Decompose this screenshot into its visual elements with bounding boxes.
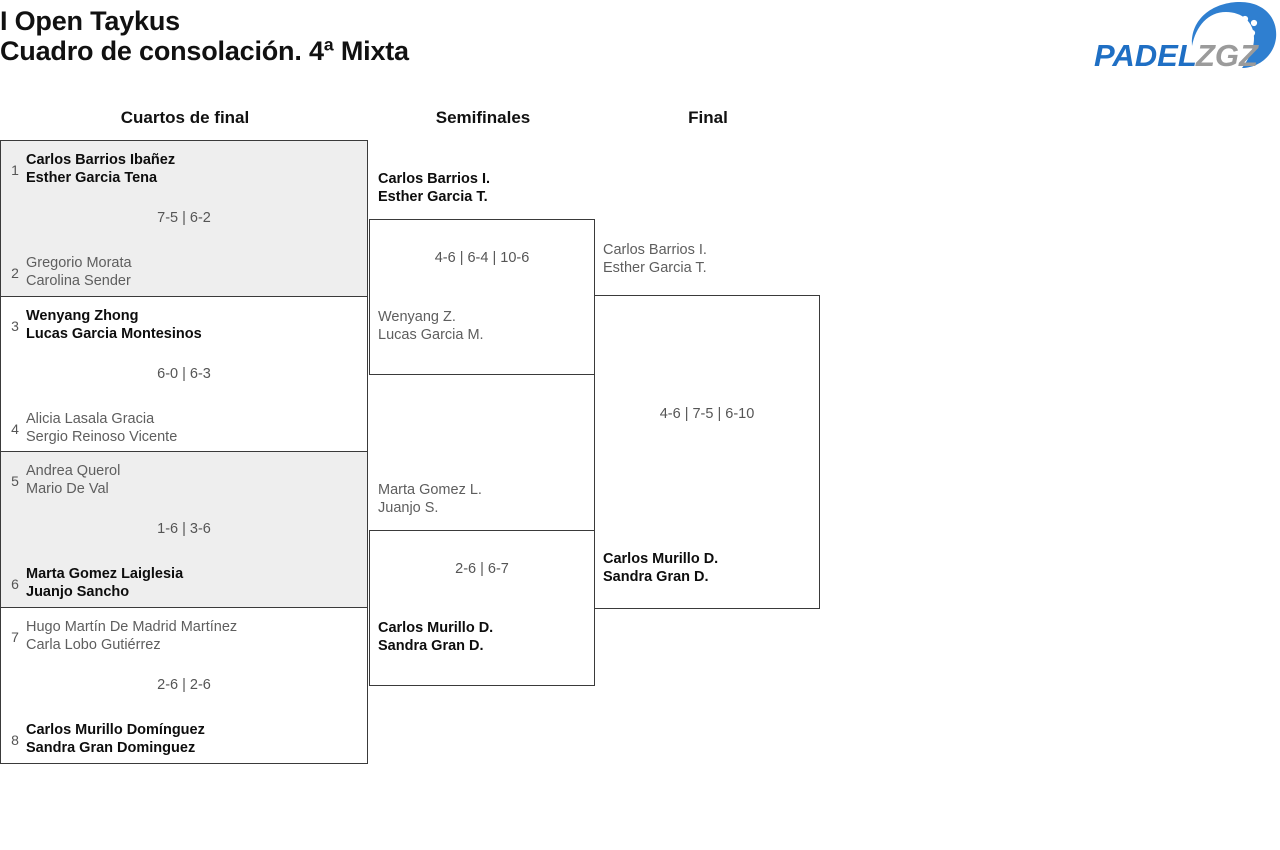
team-slot: Wenyang Zhong Lucas Garcia Montesinos [26,307,359,343]
page-header: I Open Taykus Cuadro de consolación. 4ª … [0,0,1280,95]
logo-text-padel: PADEL [1094,38,1197,73]
match-score: 2-6 | 2-6 [157,676,211,693]
racket-swoosh [1191,2,1277,68]
seed-number: 1 [11,162,19,178]
semifinal-match-2[interactable]: Marta Gomez L. Juanjo S. 2-6 | 6-7 Carlo… [369,482,595,686]
player-name: Esther Garcia Tena [26,170,158,186]
player-name: Marta Gomez L. [378,482,482,498]
seed-number: 7 [11,628,19,645]
semifinal-match-1[interactable]: Carlos Barrios I. Esther Garcia T. 4-6 |… [369,171,595,375]
quarterfinals-column: 1 Carlos Barrios Ibañez Esther Garcia Te… [0,140,368,764]
player-name: Mario De Val [26,481,109,497]
round-headers: Cuartos de final Semifinales Final [0,108,1280,136]
seed-number: 4 [11,420,19,437]
match-score: 4-6 | 6-4 | 10-6 [434,250,530,266]
page-title: I Open Taykus Cuadro de consolación. 4ª … [0,6,409,66]
team-slot: Marta Gomez L. Juanjo S. [378,481,588,517]
team-slot: Carlos Murillo D. Sandra Gran D. [603,550,813,586]
player-name: Gregorio Morata [26,255,132,271]
final-match[interactable]: Carlos Barrios I. Esther Garcia T. 4-6 |… [594,242,820,609]
player-name: Wenyang Z. [378,309,456,325]
player-name: Esther Garcia T. [603,260,707,276]
player-name: Lucas Garcia Montesinos [26,325,202,342]
team-slot: Alicia Lasala Gracia Sergio Reinoso Vice… [26,410,359,446]
team-slot: Wenyang Z. Lucas Garcia M. [378,308,588,344]
team-slot: Andrea Querol Mario De Val [26,462,359,498]
round-header-final: Final [688,108,728,127]
bracket-subtitle: Cuadro de consolación. 4ª Mixta [0,36,409,67]
match-score: 4-6 | 7-5 | 6-10 [659,406,755,422]
seed-number: 3 [11,317,19,334]
seed-number: 5 [11,473,19,489]
player-name: Juanjo S. [378,500,439,516]
player-name: Juanjo Sancho [26,584,130,600]
team-slot: Hugo Martín De Madrid Martínez Carla Lob… [26,618,359,654]
team-slot: Carlos Barrios I. Esther Garcia T. [603,241,813,277]
player-name: Lucas Garcia M. [378,327,484,343]
team-slot: Carlos Murillo D. Sandra Gran D. [378,619,588,655]
round-header-quarterfinals: Cuartos de final [120,108,250,127]
player-name: Carolina Sender [26,273,131,289]
team-slot: Gregorio Morata Carolina Sender [26,254,359,290]
team-slot: Carlos Murillo Domínguez Sandra Gran Dom… [26,721,359,757]
match-score: 2-6 | 6-7 [455,561,509,577]
match-score: 7-5 | 6-2 [157,210,211,226]
team-slot: Carlos Barrios Ibañez Esther Garcia Tena [26,151,359,187]
player-name: Hugo Martín De Madrid Martínez [26,618,238,635]
player-name: Esther Garcia T. [378,189,488,205]
player-name: Carlos Barrios Ibañez [26,152,176,168]
player-name: Sandra Gran Dominguez [26,739,196,756]
seed-number: 2 [11,265,19,281]
player-name: Carla Lobo Gutiérrez [26,636,161,653]
player-name: Sandra Gran D. [603,569,709,585]
quarterfinal-match-3[interactable]: 5 Andrea Querol Mario De Val 1-6 | 3-6 6… [1,452,367,608]
player-name: Alicia Lasala Gracia [26,410,155,427]
tournament-name: I Open Taykus [0,6,180,36]
team-slot: Marta Gomez Laiglesia Juanjo Sancho [26,565,359,601]
player-name: Andrea Querol [26,463,121,479]
logo-text-zgz: ZGZ [1195,38,1259,73]
player-name: Sergio Reinoso Vicente [26,428,178,445]
seed-number: 6 [11,576,19,592]
team-slot: Carlos Barrios I. Esther Garcia T. [378,170,588,206]
player-name: Carlos Barrios I. [603,242,707,258]
round-header-semifinals: Semifinales [435,108,531,127]
seed-number: 8 [11,731,19,748]
player-name: Marta Gomez Laiglesia [26,566,184,582]
quarterfinal-match-2[interactable]: 3 Wenyang Zhong Lucas Garcia Montesinos … [1,296,367,452]
padelzgz-logo: PADEL ZGZ [1092,0,1278,80]
match-score: 6-0 | 6-3 [157,365,211,382]
player-name: Carlos Murillo D. [603,551,719,567]
player-name: Sandra Gran D. [378,638,484,654]
quarterfinal-match-1[interactable]: 1 Carlos Barrios Ibañez Esther Garcia Te… [1,141,367,297]
racket-holes [1212,14,1258,47]
player-name: Carlos Murillo Domínguez [26,721,205,738]
player-name: Carlos Barrios I. [378,171,491,187]
match-score: 1-6 | 3-6 [157,521,211,537]
player-name: Wenyang Zhong [26,307,139,324]
quarterfinal-match-4[interactable]: 7 Hugo Martín De Madrid Martínez Carla L… [1,607,367,763]
player-name: Carlos Murillo D. [378,620,494,636]
